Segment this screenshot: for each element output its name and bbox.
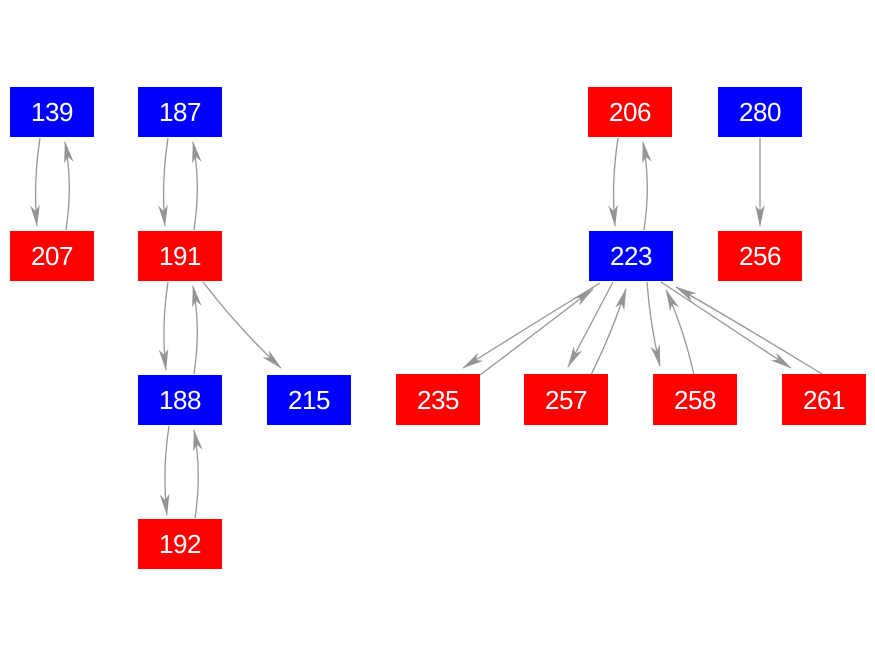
graph-node-256: 256 <box>718 231 802 281</box>
edge-191-to-215 <box>202 281 282 369</box>
edge-257-to-223 <box>590 288 627 376</box>
graph-node-223: 223 <box>589 231 673 281</box>
edge-187-to-191 <box>158 137 169 227</box>
edge-261-to-223 <box>675 286 823 375</box>
edge-223-to-258 <box>646 281 661 367</box>
edge-207-to-139 <box>64 141 74 231</box>
edge-139-to-207 <box>30 137 41 227</box>
graph-node-261: 261 <box>782 374 866 425</box>
edge-188-to-191 <box>192 285 202 375</box>
graph-node-257: 257 <box>524 374 608 425</box>
edge-235-to-223 <box>479 288 594 376</box>
edge-191-to-188 <box>158 281 169 371</box>
graph-node-187: 187 <box>138 87 222 137</box>
graph-node-215: 215 <box>267 375 351 425</box>
graph-node-235: 235 <box>396 374 480 425</box>
graph-node-280: 280 <box>718 87 802 137</box>
graph-node-206: 206 <box>588 87 672 137</box>
graph-node-191: 191 <box>138 231 222 281</box>
edge-223-to-235 <box>462 282 601 369</box>
edge-188-to-192 <box>159 425 170 516</box>
graph-node-258: 258 <box>653 374 737 425</box>
edge-206-to-223 <box>608 137 619 227</box>
edge-192-to-188 <box>193 429 203 519</box>
edge-191-to-187 <box>192 141 202 231</box>
edge-258-to-223 <box>665 289 695 376</box>
edge-223-to-206 <box>642 141 652 231</box>
graph-node-188: 188 <box>138 375 222 425</box>
graph-node-192: 192 <box>138 519 222 569</box>
graph-node-207: 207 <box>10 231 94 281</box>
edge-223-to-257 <box>567 281 614 368</box>
graph-node-139: 139 <box>10 87 94 137</box>
